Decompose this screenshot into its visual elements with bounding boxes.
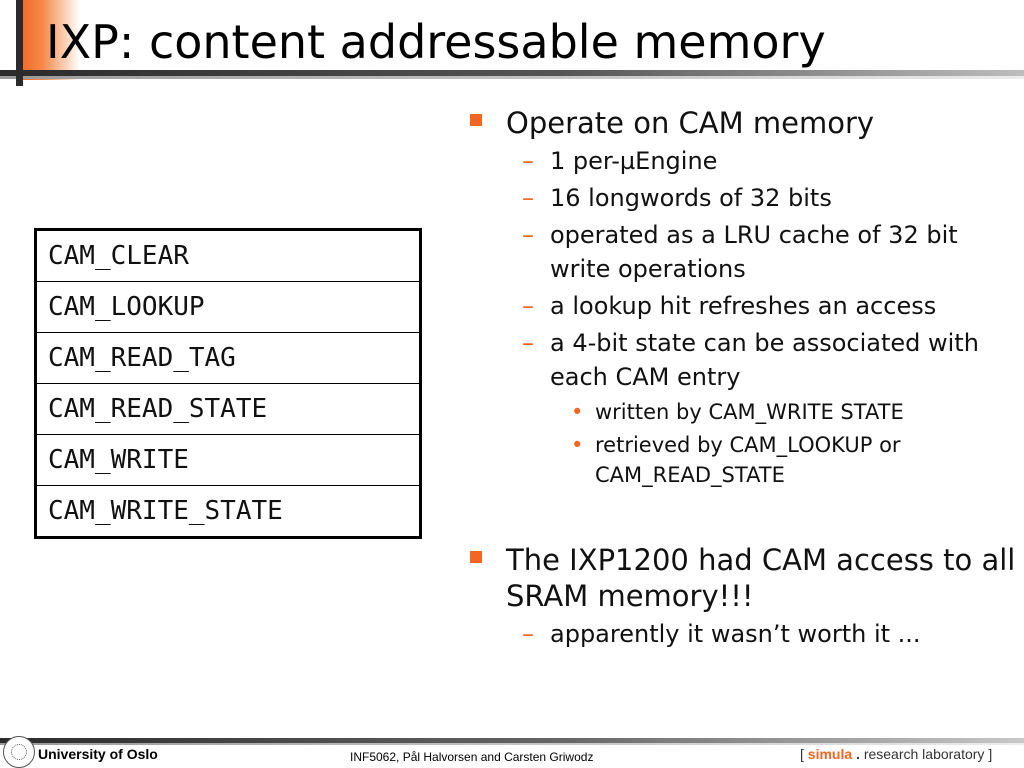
bullet-text: retrieved by CAM_LOOKUP or CAM_READ_STAT… <box>595 433 901 487</box>
table-cell: CAM_WRITE_STATE <box>35 485 421 538</box>
table-row: CAM_CLEAR <box>36 230 421 282</box>
bullet-level2: – 1 per-µEngine <box>466 144 1016 178</box>
course-credit: INF5062, Pål Halvorsen and Carsten Griwo… <box>350 750 594 764</box>
bullet-level2: – 16 longwords of 32 bits <box>466 181 1016 215</box>
footer-rule-shadow <box>0 743 1024 745</box>
university-seal-icon <box>3 736 35 768</box>
bullet-level3: • retrieved by CAM_LOOKUP or CAM_READ_ST… <box>466 430 1016 490</box>
bullet-level1: The IXP1200 had CAM access to all SRAM m… <box>466 542 1016 614</box>
lab-bracket-close: ] <box>988 746 993 762</box>
bullet-text: The IXP1200 had CAM access to all SRAM m… <box>506 543 1016 613</box>
bullet-level2: – a lookup hit refreshes an access <box>466 289 1016 323</box>
footer-rule <box>0 738 1024 743</box>
table-cell: CAM_WRITE <box>35 434 421 486</box>
slide-title: IXP: content addressable memory <box>46 15 826 69</box>
lab-rest: research laboratory <box>863 746 985 762</box>
cam-instruction-table: CAM_CLEAR CAM_LOOKUP CAM_READ_TAG CAM_RE… <box>34 228 422 539</box>
table-row: CAM_WRITE <box>35 434 421 486</box>
square-bullet-icon <box>470 551 482 563</box>
bullet-list: Operate on CAM memory – 1 per-µEngine – … <box>466 105 1016 651</box>
bullet-level3: • written by CAM_WRITE STATE <box>466 397 1016 427</box>
title-accent <box>18 0 80 80</box>
dot-bullet-icon: • <box>571 433 584 457</box>
dot-bullet-icon: • <box>571 400 584 424</box>
bullet-text: Operate on CAM memory <box>506 106 875 140</box>
dash-bullet-icon: – <box>522 221 534 249</box>
dash-bullet-icon: – <box>522 292 534 320</box>
bullet-text: 16 longwords of 32 bits <box>550 184 832 212</box>
table-cell: CAM_READ_TAG <box>35 332 421 384</box>
bullet-level2: – operated as a LRU cache of 32 bit writ… <box>466 218 1016 286</box>
bullet-text: written by CAM_WRITE STATE <box>595 400 904 424</box>
bullet-text: 1 per-µEngine <box>550 147 718 175</box>
bullet-text: a lookup hit refreshes an access <box>550 292 937 320</box>
table-cell: CAM_READ_STATE <box>35 383 421 435</box>
bullet-text: operated as a LRU cache of 32 bit write … <box>550 221 958 283</box>
table-row: CAM_READ_STATE <box>35 383 421 435</box>
bullet-level1: Operate on CAM memory <box>466 105 1016 141</box>
dash-bullet-icon: – <box>522 184 534 212</box>
table-row: CAM_WRITE_STATE <box>35 485 421 538</box>
lab-logo: [ simula . research laboratory ] <box>800 746 992 762</box>
table-cell: CAM_LOOKUP <box>35 281 421 333</box>
dash-bullet-icon: – <box>522 329 534 357</box>
title-underline <box>0 70 1024 76</box>
dash-bullet-icon: – <box>522 620 534 648</box>
dash-bullet-icon: – <box>522 147 534 175</box>
title-vertical-bar <box>16 0 23 86</box>
bullet-level2: – apparently it wasn’t worth it ... <box>466 617 1016 651</box>
lab-simula: simula <box>807 746 853 762</box>
square-bullet-icon <box>470 114 482 126</box>
university-name: University of Oslo <box>38 746 158 762</box>
table-cell: CAM_CLEAR <box>48 241 189 271</box>
bullet-level2: – a 4-bit state can be associated with e… <box>466 326 1016 394</box>
bullet-text: apparently it wasn’t worth it ... <box>550 620 921 648</box>
table-row: CAM_LOOKUP <box>35 281 421 333</box>
table-row: CAM_READ_TAG <box>35 332 421 384</box>
lab-dot: . <box>856 746 860 762</box>
title-underline-shadow <box>0 76 1024 79</box>
lab-bracket-open: [ <box>800 746 804 762</box>
bullet-text: a 4-bit state can be associated with eac… <box>550 329 979 391</box>
